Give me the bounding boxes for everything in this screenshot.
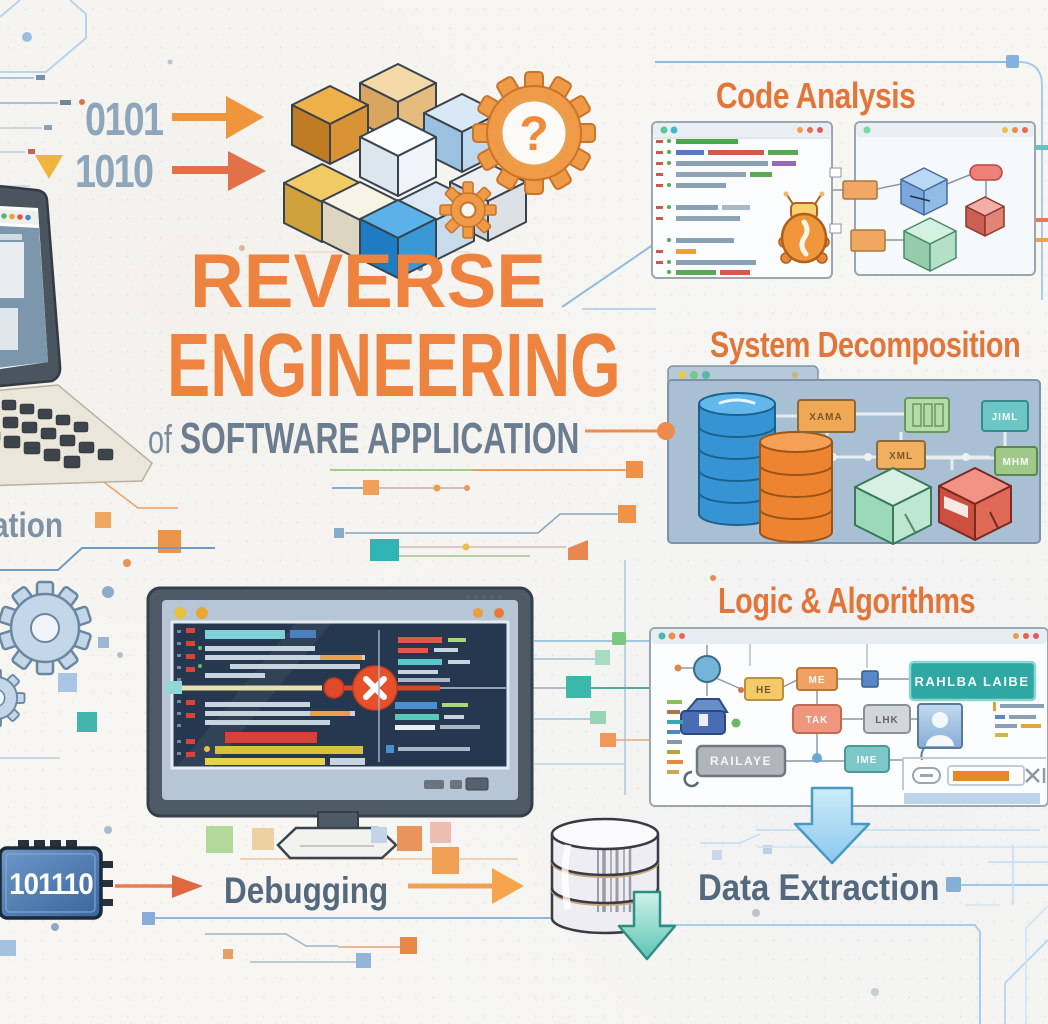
gear-small-icon [439,181,497,239]
bug-icon [778,191,830,264]
laptop-illustration [0,184,153,487]
notes-block [993,702,1044,737]
flow-box-label: XAMA [809,412,842,423]
mint-cube-icon [854,467,932,545]
progress-inset [902,757,1046,804]
triangle-down-icon [35,155,63,179]
flow-box-label: TAK [806,715,829,726]
columns-box [904,397,950,433]
error-x-icon [352,665,398,711]
flow-box-label: RAHLBA LAIBE [914,674,1029,689]
binary-line-2: 1010 [75,145,153,196]
flow-box-label: HE [756,685,772,696]
toolbox-icon [680,698,729,735]
code-window [651,121,833,279]
flow-box-label: XML [889,451,913,462]
progress-bar-fill [953,771,1009,781]
chip-icon: 101110 [0,840,113,920]
flow-box-label: IME [857,755,878,766]
pixel-squares [206,822,459,874]
system-decomposition-heading: System Decomposition [710,324,1020,365]
connector-node [657,422,675,440]
title-line-1: REVERSE [190,238,546,323]
data-extraction-label: Data Extraction [698,867,940,908]
red-cube-icon [938,467,1012,541]
arrow-right-icon [408,868,524,904]
flow-box-label: ME [809,675,826,686]
arrow-down-blue-icon [793,786,871,865]
blue-cube-icon [900,167,948,216]
debug-monitor [146,586,534,860]
code-analysis-heading: Code Analysis [716,76,915,116]
panel-system-decomposition: System Decomposition [657,324,1041,545]
flow-box-label: MHM [1003,457,1030,468]
binary-intro: 0101 1010 [35,93,266,197]
debugging-label: Debugging [224,871,388,912]
database-blue-icon [698,392,776,526]
arrow-right-small-icon [115,875,203,898]
close-icon [1025,768,1046,783]
flow-box-label: RAILAYE [710,754,772,768]
code-lines [656,139,798,275]
gear-question-icon: ? [439,71,596,239]
flowchart-window [829,121,1036,276]
panel-logic-algorithms: Logic & Algorithms HE ME [649,580,1048,807]
arrow-right-icon [172,151,266,191]
panel-code-analysis: Code Analysis [651,76,1036,279]
red-pill-node [969,164,1003,181]
flow-box-label: JIML [992,412,1019,423]
chip-label: 101110 [9,868,92,901]
red-cube-icon [965,196,1005,237]
database-orange-icon [759,431,833,543]
title-line-2: ENGINEERING [167,315,621,416]
logic-algorithms-heading: Logic & Algorithms [718,580,975,621]
arrow-right-icon [172,96,264,139]
legend-dashes [667,700,683,774]
flow-start-node [693,655,721,683]
question-mark: ? [519,108,548,161]
cube-cluster-icon [283,63,527,279]
binary-line-1: 0101 [85,93,164,144]
arrow-down-teal-icon [617,890,677,961]
gear-blue-icon [0,580,92,676]
avatar-icon [917,703,963,761]
main-title: REVERSE ENGINEERING of SOFTWARE APPLICAT… [148,238,621,463]
green-cube-icon [903,217,957,272]
gear-blue-partial-icon [0,668,26,728]
flow-box-label: LHK [875,715,899,726]
clipped-word: ation [0,506,63,545]
database-white-icon [550,817,660,935]
subtitle: of SOFTWARE APPLICATION [148,414,579,463]
